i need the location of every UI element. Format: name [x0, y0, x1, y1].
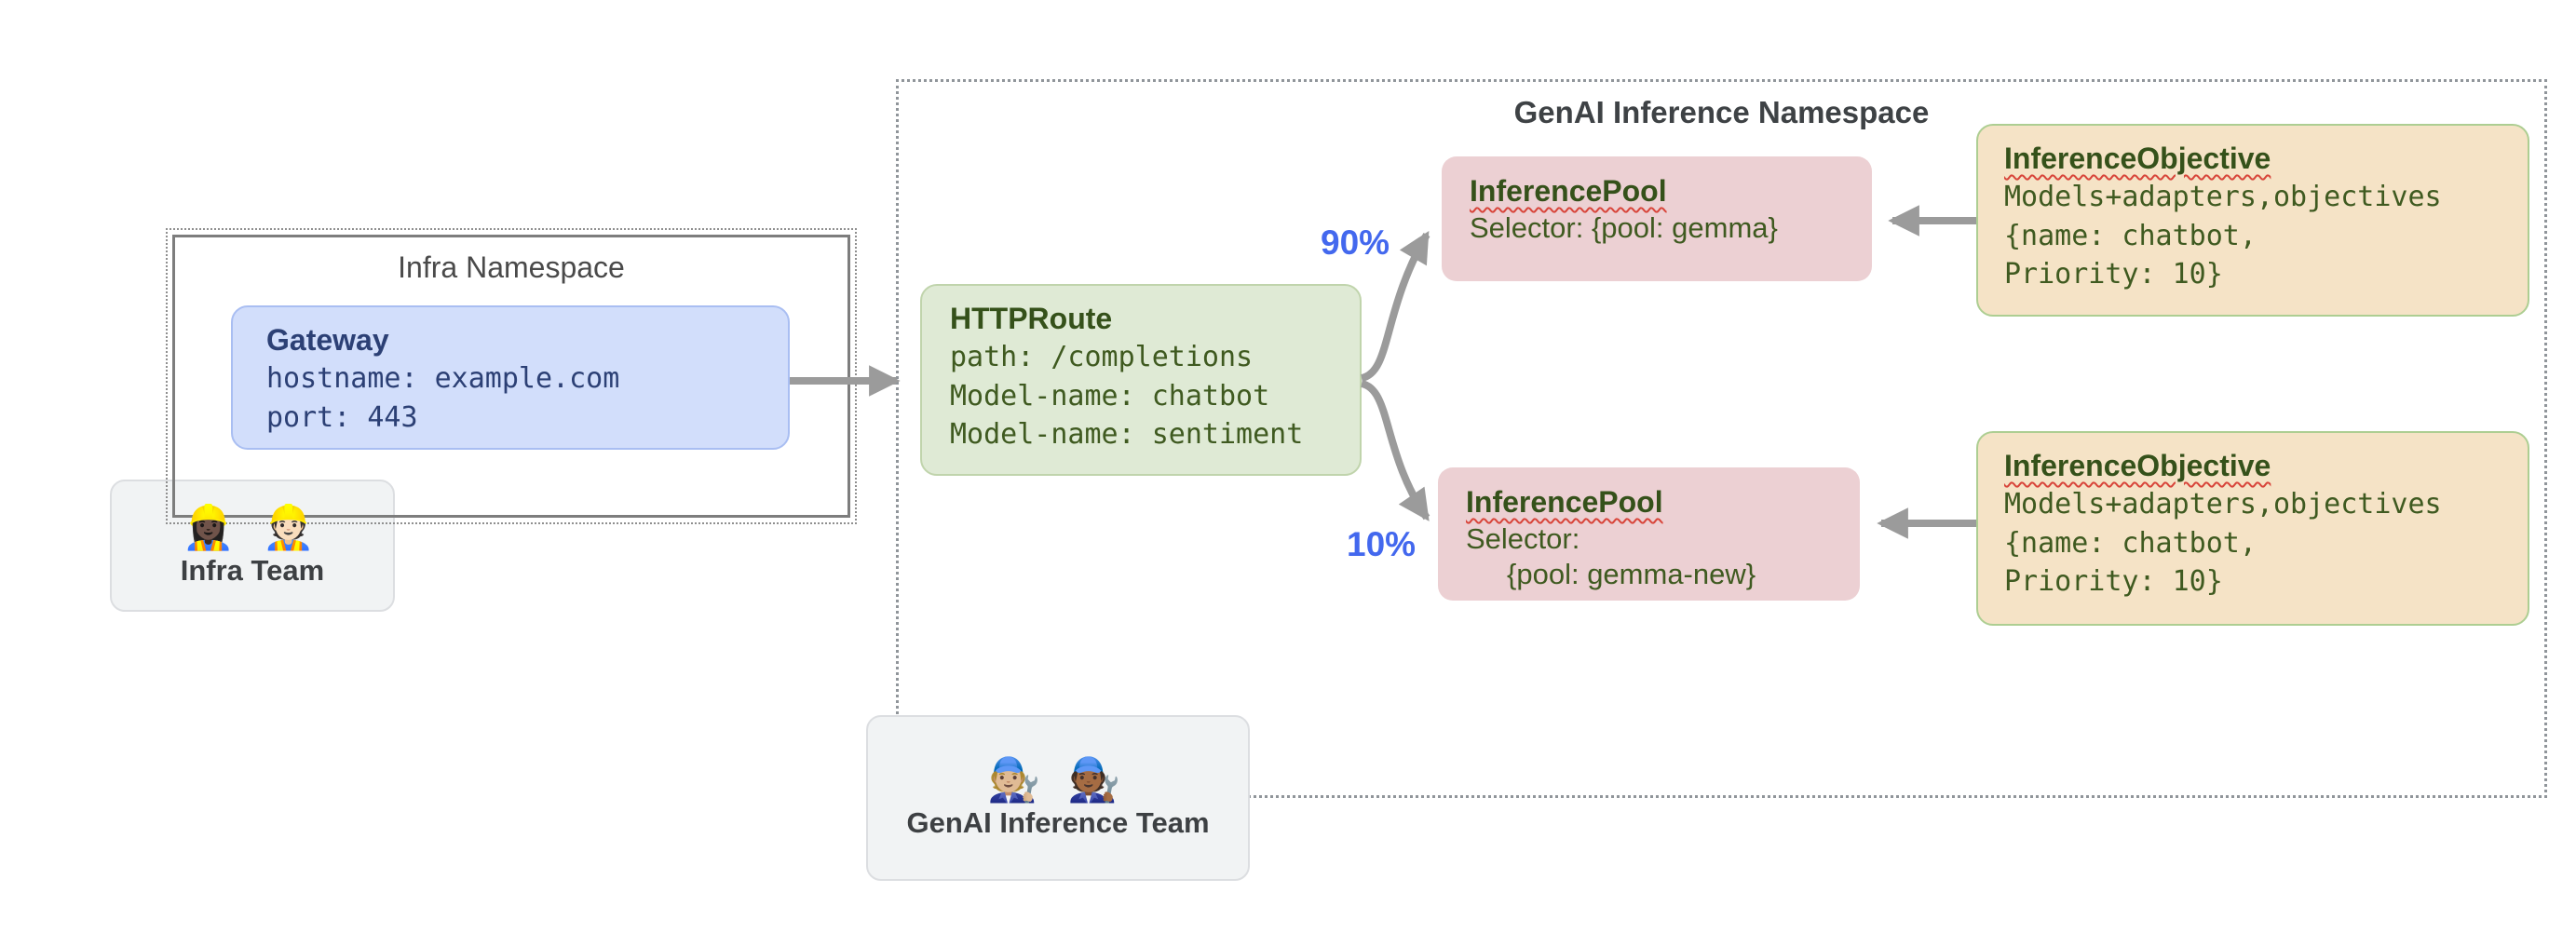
traffic-weight-90: 90% — [1321, 223, 1390, 262]
inference-pool-gemma-node: InferencePool Selector: {pool: gemma} — [1442, 156, 1872, 281]
httproute-path: path: /completions — [950, 341, 1254, 374]
objective-models-line: Models+adapters,objectives — [2004, 181, 2442, 214]
httproute-model-chatbot: Model-name: chatbot — [950, 379, 1270, 412]
genai-namespace-box: GenAI Inference Namespace — [896, 79, 2547, 798]
objective-models-line: Models+adapters,objectives — [2004, 488, 2442, 521]
genai-namespace-title: GenAI Inference Namespace — [1513, 95, 1930, 129]
gateway-hostname: hostname: example.com — [266, 362, 620, 396]
objective-priority-line: Priority: 10} — [2004, 258, 2223, 291]
httproute-title: HTTPRoute — [950, 302, 1113, 335]
inference-objective-top-node: InferenceObjective Models+adapters,objec… — [1976, 124, 2529, 317]
objective-priority-line: Priority: 10} — [2004, 565, 2223, 599]
httproute-model-sentiment: Model-name: sentiment — [950, 418, 1304, 452]
pool-selector-gemma: Selector: {pool: gemma} — [1470, 211, 1778, 245]
inference-pool-gemma-new-node: InferencePool Selector: {pool: gemma-new… — [1438, 467, 1860, 601]
objective-name-line: {name: chatbot, — [2004, 526, 2257, 560]
genai-team-card: 🧑🏼‍🔧 🧑🏾‍🔧 GenAI Inference Team — [866, 715, 1250, 881]
infra-team-label: Infra Team — [180, 554, 325, 588]
infra-team-card: 👷🏿‍♀️ 👷🏻 Infra Team — [110, 480, 395, 612]
pool-selector-label: Selector: — [1466, 522, 1580, 556]
inference-pool-title: InferencePool — [1466, 485, 1663, 519]
inference-objective-title: InferenceObjective — [2004, 449, 2271, 482]
gateway-node: Gateway hostname: example.com port: 443 — [231, 305, 790, 450]
gateway-title: Gateway — [266, 323, 389, 357]
inference-objective-title: InferenceObjective — [2004, 142, 2271, 175]
objective-name-line: {name: chatbot, — [2004, 219, 2257, 252]
infra-namespace-title: Infra Namespace — [398, 250, 625, 284]
gateway-port: port: 443 — [266, 400, 418, 434]
pool-selector-gemma-new: {pool: gemma-new} — [1507, 558, 1756, 591]
httproute-node: HTTPRoute path: /completions Model-name:… — [920, 284, 1362, 476]
inference-objective-bottom-node: InferenceObjective Models+adapters,objec… — [1976, 431, 2529, 626]
genai-team-label: GenAI Inference Team — [906, 806, 1210, 840]
inference-pool-title: InferencePool — [1470, 174, 1667, 208]
infra-namespace-box: Infra Namespace — [166, 228, 857, 524]
traffic-weight-10: 10% — [1347, 525, 1417, 563]
mechanic-emojis: 🧑🏼‍🔧 🧑🏾‍🔧 — [987, 754, 1129, 804]
construction-worker-emojis: 👷🏿‍♀️ 👷🏻 — [182, 502, 323, 551]
